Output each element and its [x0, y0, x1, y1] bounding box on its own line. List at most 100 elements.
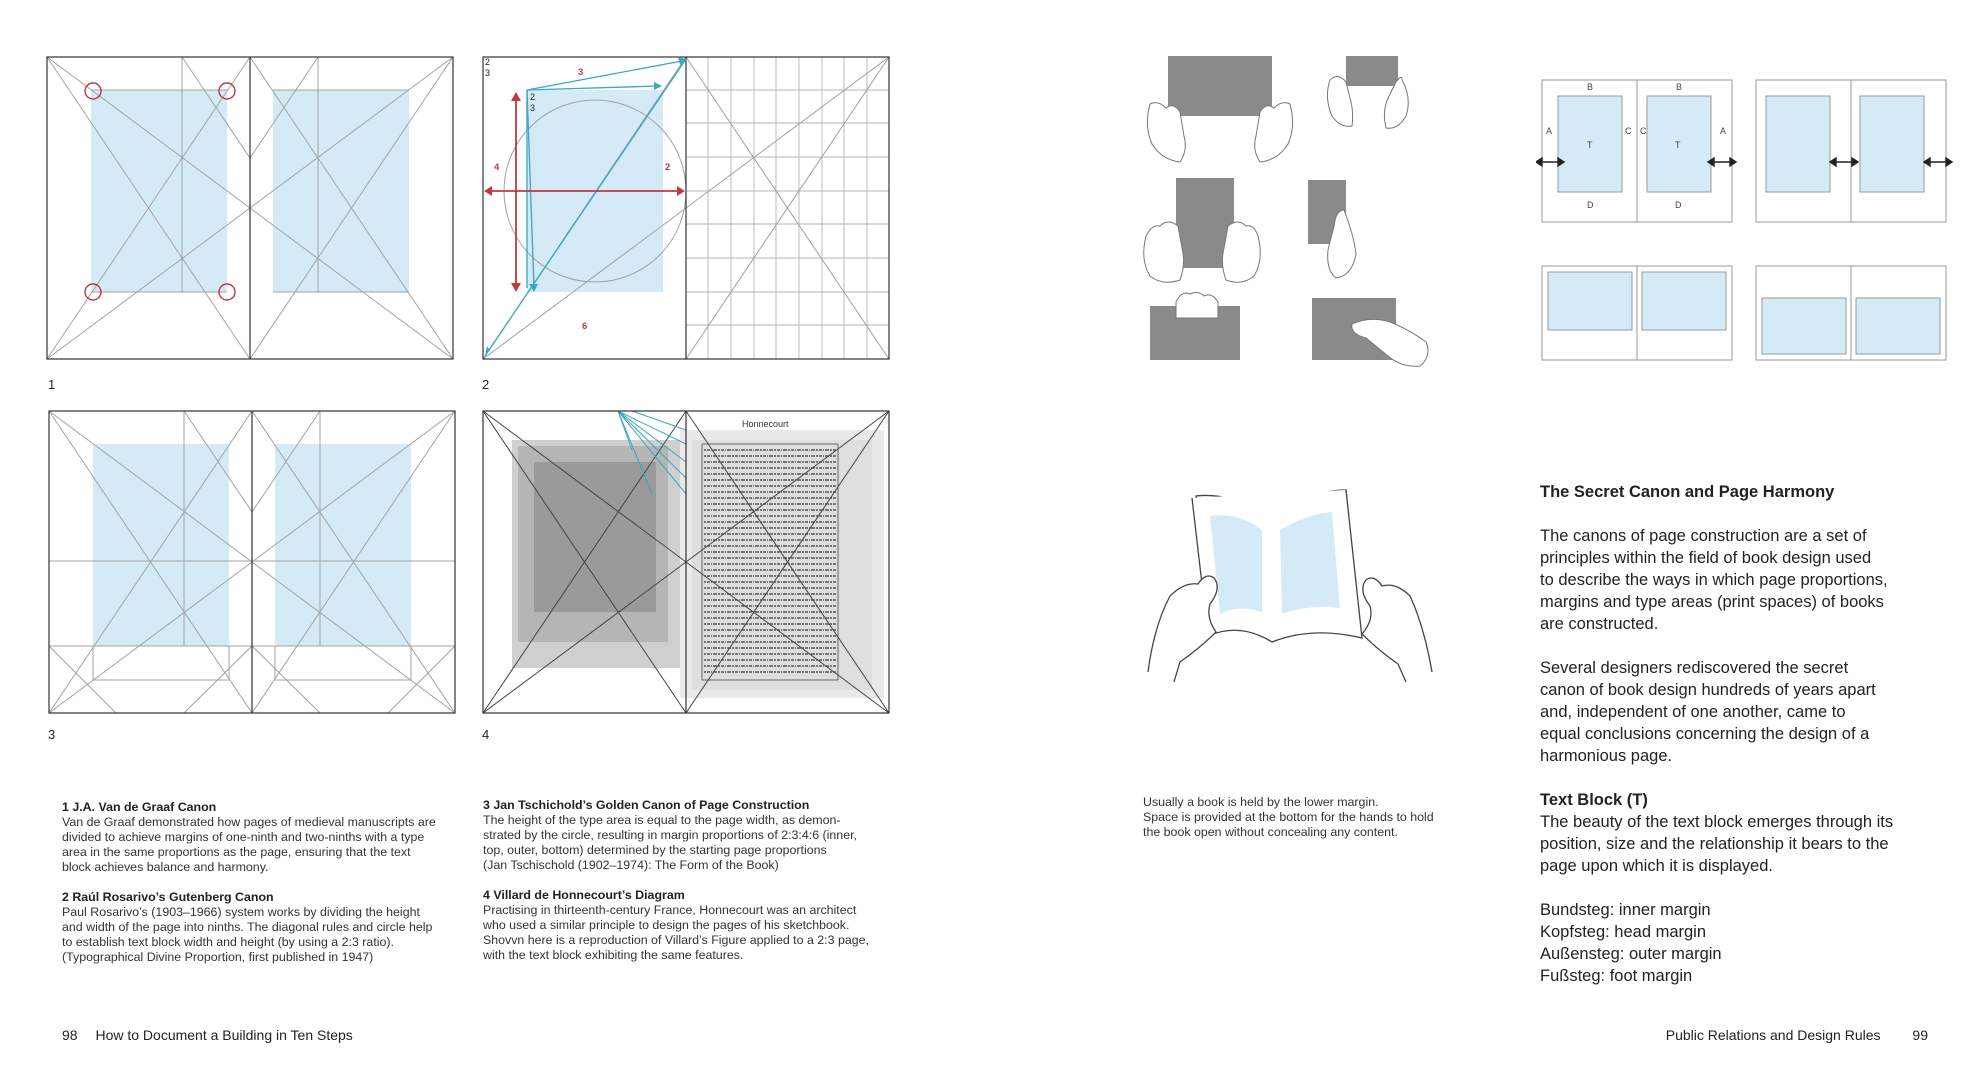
caption-line: Usually a book is held by the lower marg… — [1143, 795, 1379, 809]
body-text-column: The Secret Canon and Page Harmony The ca… — [1540, 481, 1960, 1009]
fraction-numerator: 2 — [530, 92, 535, 102]
running-title: How to Document a Building in Ten Steps — [95, 1027, 352, 1043]
head-margin-label: B — [1587, 82, 1593, 92]
caption-line: Van de Graaf demonstrated how pages of m… — [62, 815, 436, 829]
running-title: Public Relations and Design Rules — [1666, 1027, 1881, 1043]
figure-1-van-de-graaf-canon — [46, 56, 454, 360]
caption-2: 2 Raúl Rosarivo’s Gutenberg Canon Paul R… — [62, 890, 462, 965]
paragraph: Several designers rediscovered the secre… — [1540, 657, 1960, 767]
text-block-label: T — [1587, 140, 1593, 150]
caption-4: 4 Villard de Honnecourt’s Diagram Practi… — [483, 888, 893, 963]
figure-number: 2 — [482, 377, 489, 392]
caption-line: top, outer, bottom) determined by the st… — [483, 843, 827, 857]
text-line: to describe the ways in which page propo… — [1540, 571, 1888, 589]
margin-ratio-label: 4 — [494, 162, 500, 173]
text-block-label: T — [1675, 140, 1681, 150]
margin-ratio-label: 2 — [665, 162, 670, 173]
foot-margin-label: D — [1675, 200, 1682, 210]
caption-line: Space is provided at the bottom for the … — [1143, 810, 1434, 824]
text-line: page upon which it is displayed. — [1540, 857, 1773, 875]
left-page-footer: 98 How to Document a Building in Ten Ste… — [62, 1027, 353, 1043]
figure-number: 3 — [48, 727, 55, 742]
hand-caption: Usually a book is held by the lower marg… — [1143, 795, 1473, 840]
caption-line: block achieves balance and harmony. — [62, 860, 268, 874]
text-line: are constructed. — [1540, 615, 1658, 633]
fig3-text-block-left — [93, 444, 229, 646]
text-line: The beauty of the text block emerges thr… — [1540, 813, 1893, 831]
margin-ratio-label: 3 — [578, 67, 583, 78]
caption-line: who used a similar principle to design t… — [483, 918, 849, 932]
paragraph: Text Block (T) The beauty of the text bl… — [1540, 789, 1960, 877]
figure-number: 4 — [482, 727, 489, 742]
caption-3: 3 Jan Tschichold’s Golden Canon of Page … — [483, 798, 893, 873]
caption-line: Practising in thirteenth-century France,… — [483, 903, 856, 917]
caption-title: 4 Villard de Honnecourt’s Diagram — [483, 888, 685, 902]
fig1-text-block-left — [91, 90, 227, 292]
margin-spread-labeled — [1542, 80, 1732, 222]
paragraph: The canons of page construction are a se… — [1540, 525, 1960, 635]
caption-line: (Typographical Divine Proportion, first … — [62, 950, 373, 964]
text-line: margins and type areas (print spaces) of… — [1540, 593, 1884, 611]
fig3-text-block-right — [275, 444, 411, 646]
book-block — [1346, 56, 1398, 86]
margin-term: Außensteg: outer margin — [1540, 945, 1722, 963]
text-line: harmonious page. — [1540, 747, 1672, 765]
margin-term: Kopfsteg: head margin — [1540, 923, 1706, 941]
open-book-illustration — [1140, 486, 1440, 686]
book-holding-illustrations — [1140, 50, 1440, 380]
caption-line: divided to achieve margins of one-ninth … — [62, 830, 424, 844]
margin-terms-list: Bundsteg: inner margin Kopfsteg: head ma… — [1540, 899, 1960, 987]
margin-spread-bottom — [1756, 266, 1946, 360]
caption-1: 1 J.A. Van de Graaf Canon Van de Graaf d… — [62, 800, 462, 875]
inner-margin-label: C — [1625, 126, 1632, 136]
margin-diagrams: B B A A C C T T D D — [1536, 74, 1956, 374]
book-right-text-block — [1280, 512, 1340, 614]
head-margin-label: B — [1676, 82, 1682, 92]
right-page-footer: Public Relations and Design Rules 99 — [1666, 1027, 1928, 1043]
caption-title: 3 Jan Tschichold’s Golden Canon of Page … — [483, 798, 809, 812]
text-line: and, independent of one another, came to — [1540, 703, 1846, 721]
figure-3-tschichold-canon — [48, 410, 456, 714]
margin-term: Fußsteg: foot margin — [1540, 967, 1692, 985]
text-line: position, size and the relationship it b… — [1540, 835, 1889, 853]
text-line: principles within the field of book desi… — [1540, 549, 1871, 567]
text-line: The canons of page construction are a se… — [1540, 527, 1867, 545]
margin-ratio-label: 6 — [582, 321, 587, 332]
captions-column-1: 1 J.A. Van de Graaf Canon Van de Graaf d… — [62, 800, 462, 980]
fraction-denominator: 3 — [485, 68, 490, 78]
page-number: 98 — [62, 1027, 78, 1043]
margin-spread-top — [1542, 266, 1732, 360]
outer-margin-label: A — [1546, 126, 1552, 136]
inner-margin-label: C — [1640, 126, 1647, 136]
caption-line: the book open without concealing any con… — [1143, 825, 1398, 839]
fig1-text-block-right — [273, 90, 409, 292]
fraction-numerator: 2 — [485, 57, 490, 67]
figure-4-villard-diagram: Honnecourt — [482, 410, 890, 714]
caption-line: and width of the page into ninths. The d… — [62, 920, 432, 934]
margin-spread-arrows — [1756, 80, 1946, 222]
caption-line: (Jan Tschischold (1902–1974): The Form o… — [483, 858, 779, 872]
text-line: equal conclusions concerning the design … — [1540, 725, 1869, 743]
outer-margin-label: A — [1720, 126, 1726, 136]
subheading: Text Block (T) — [1540, 791, 1648, 809]
book-block — [1168, 56, 1272, 116]
figure-2-rosarivo-canon: 2 3 2 3 3 4 2 6 — [482, 56, 890, 360]
caption-line: to establish text block width and height… — [62, 935, 394, 949]
caption-line: Paul Rosarivo’s (1903–1966) system works… — [62, 905, 420, 919]
captions-column-2: 3 Jan Tschichold’s Golden Canon of Page … — [483, 798, 893, 978]
foot-margin-label: D — [1587, 200, 1594, 210]
manuscript-heading: Honnecourt — [742, 419, 789, 429]
caption-line: strated by the circle, resulting in marg… — [483, 828, 857, 842]
page-number: 99 — [1912, 1027, 1928, 1043]
caption-line: area in the same proportions as the page… — [62, 845, 411, 859]
text-line: canon of book design hundreds of years a… — [1540, 681, 1876, 699]
figure-number: 1 — [48, 377, 55, 392]
text-line: Several designers rediscovered the secre… — [1540, 659, 1848, 677]
caption-line: The height of the type area is equal to … — [483, 813, 841, 827]
caption-title: 2 Raúl Rosarivo’s Gutenberg Canon — [62, 890, 274, 904]
margin-term: Bundsteg: inner margin — [1540, 901, 1711, 919]
caption-line: Shovvn here is a reproduction of Villard… — [483, 933, 869, 947]
section-heading: The Secret Canon and Page Harmony — [1540, 483, 1834, 501]
caption-title: 1 J.A. Van de Graaf Canon — [62, 800, 216, 814]
caption-line: with the text block exhibiting the same … — [483, 948, 743, 962]
